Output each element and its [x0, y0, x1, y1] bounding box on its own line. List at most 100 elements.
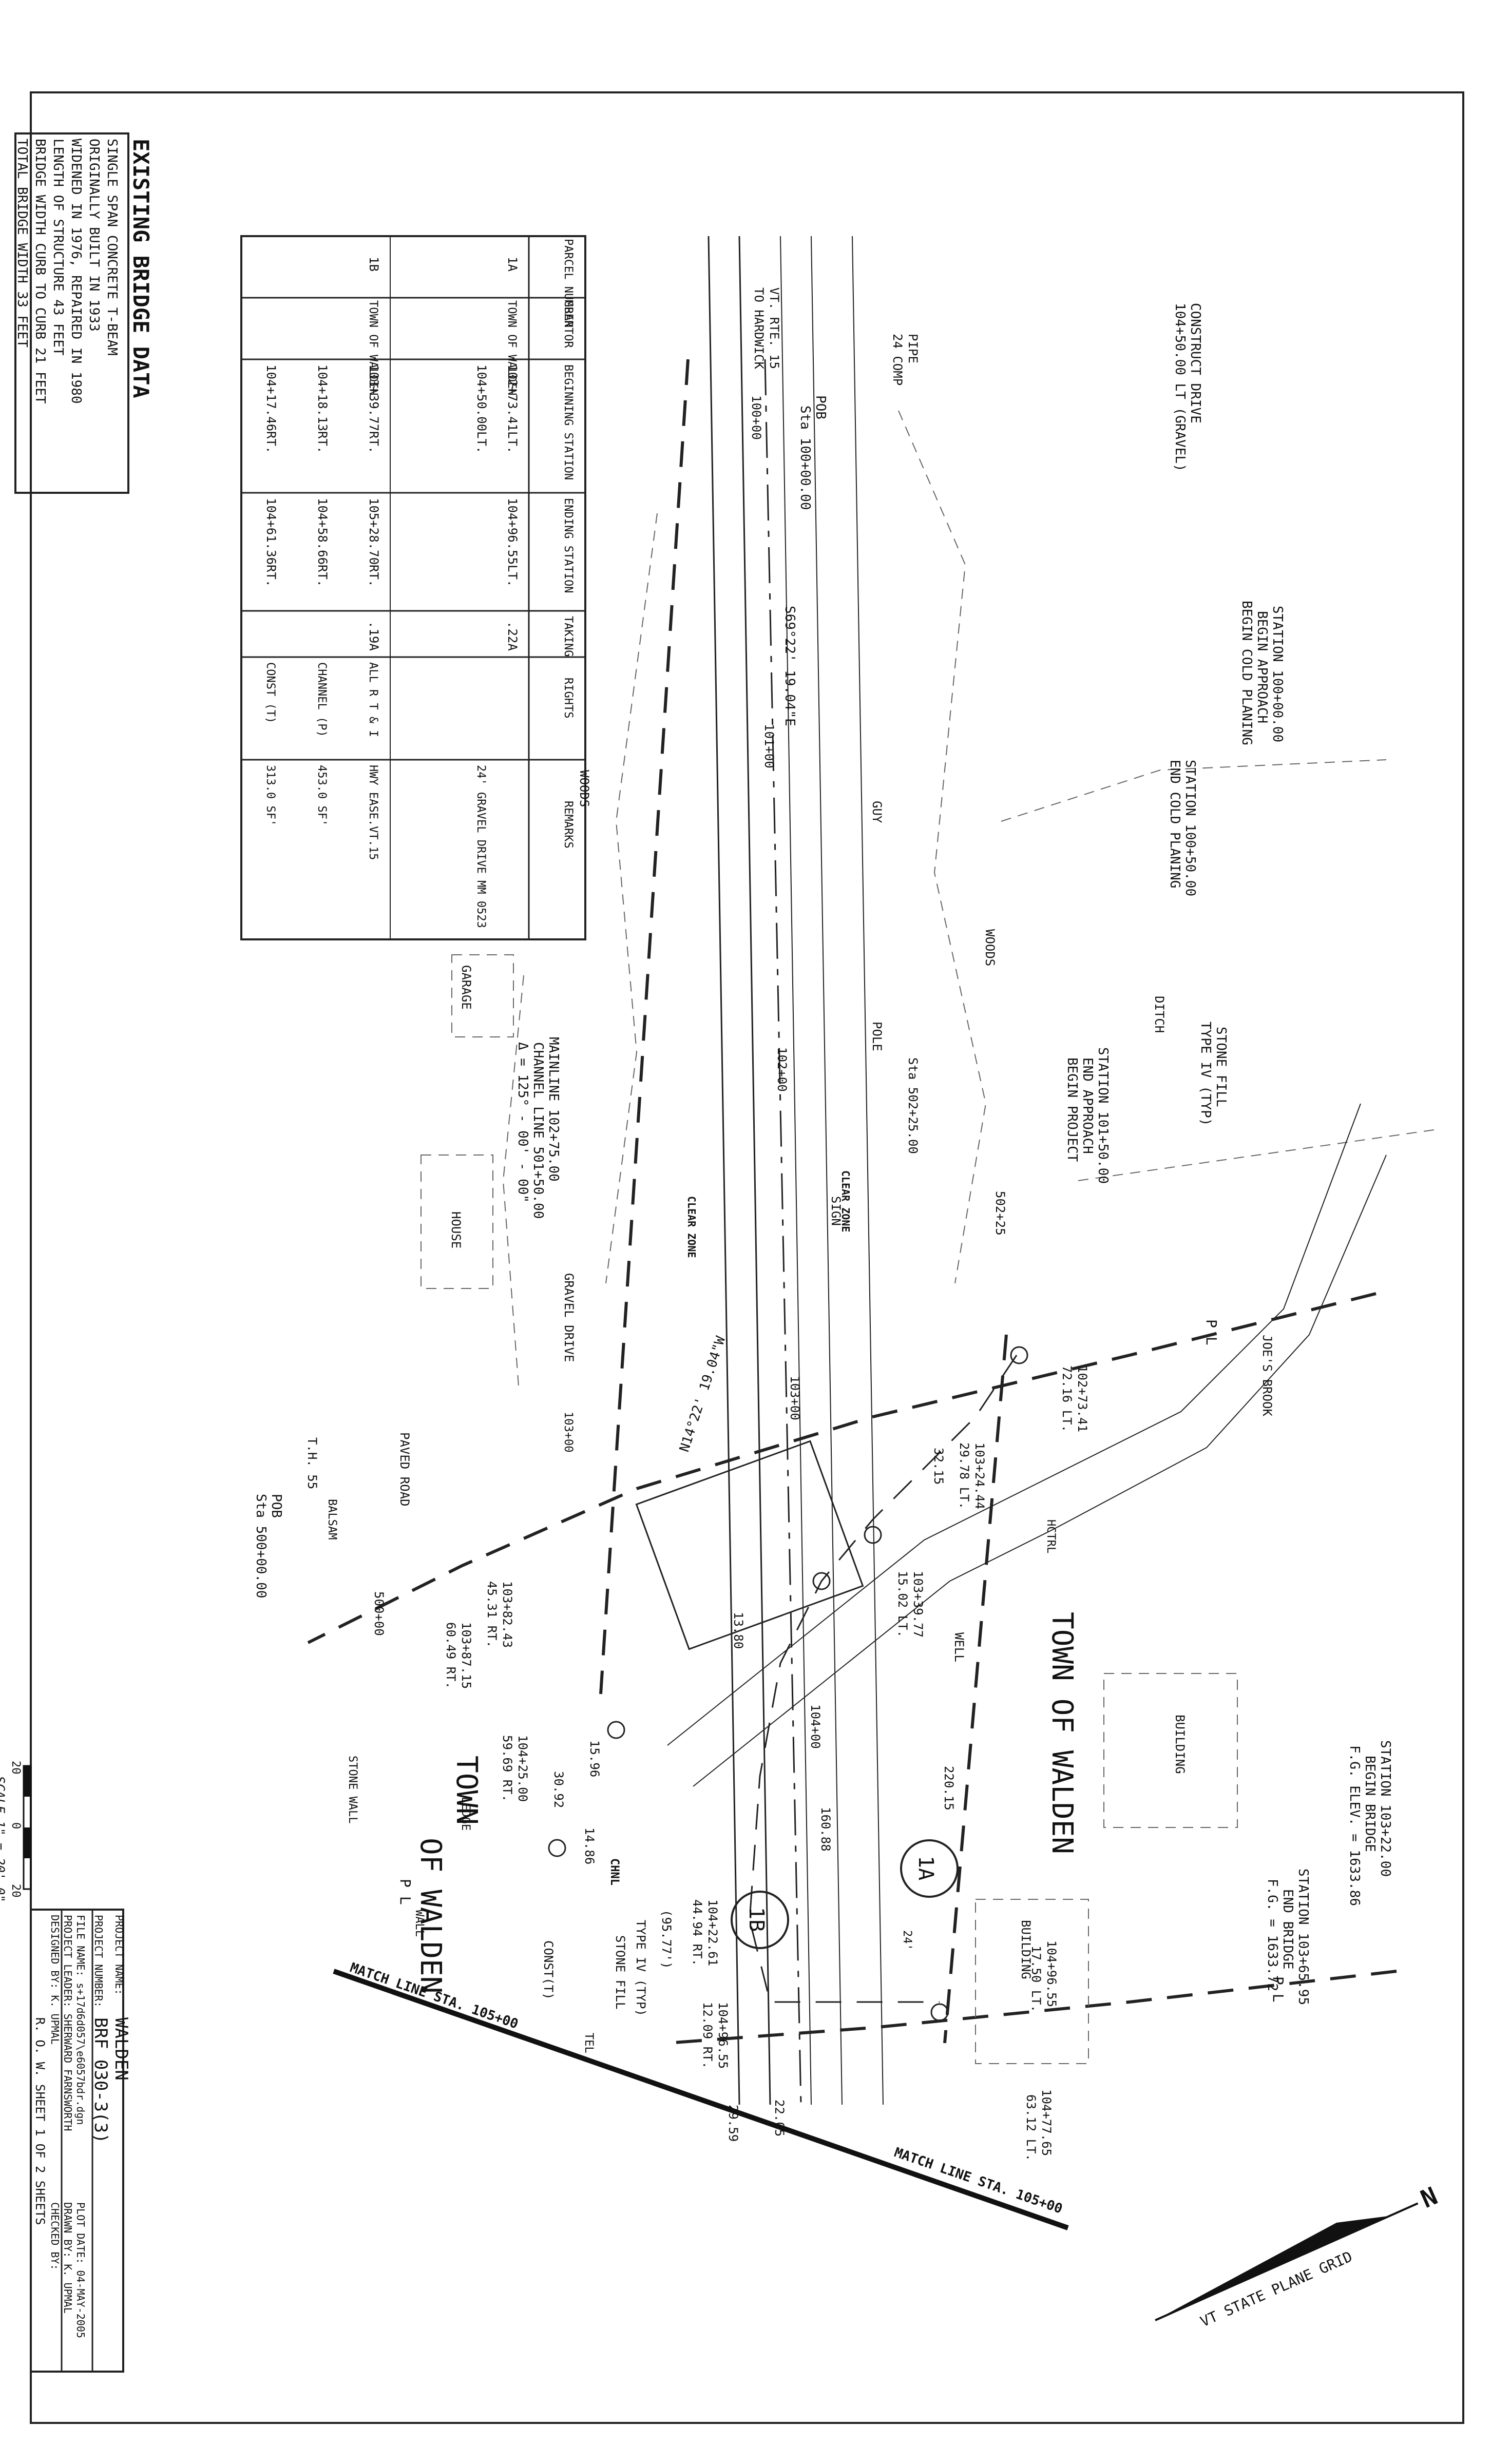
pt-offset: 72.16 LT.: [1060, 1365, 1074, 1432]
end-bridge: END BRIDGE: [1280, 1889, 1295, 1970]
scale-label: SCALE 1" = 20'-0": [0, 1776, 7, 1902]
pt-offset: 45.31 RT.: [485, 1581, 499, 1648]
pt-station: 104+22.61: [705, 1899, 720, 1966]
vt-rte-label: VT. RTE. 15: [767, 287, 781, 369]
end-approach: END APPROACH: [1080, 1057, 1095, 1154]
header-ending-station: ENDING STATION: [562, 498, 575, 593]
house-label: HOUSE: [449, 1211, 463, 1248]
pole-label: POLE: [870, 1022, 884, 1051]
type-iv-label: TYPE IV (TYP): [1198, 1022, 1213, 1126]
station-label: 100+00: [749, 395, 763, 440]
parcel-1b-label: 1B: [744, 1907, 768, 1932]
dim-24-label: 24': [901, 1930, 913, 1951]
bearing-label-2: N14°22' 19.04"W: [677, 1334, 729, 1454]
pt-station: 103+87.15: [459, 1622, 473, 1689]
delta-label: Δ = 125° - 00' - 00": [515, 1042, 530, 1203]
scale-tick: 0: [9, 1822, 22, 1829]
clear-zone-label: CLEAR ZONE: [685, 1196, 698, 1258]
pt-offset: 63.12 LT.: [1024, 2094, 1038, 2161]
house-outline: [420, 1154, 493, 1289]
header-rights: RIGHTS: [562, 678, 575, 718]
balsam-label: BALSAM: [326, 1499, 338, 1539]
distance-label: 32.15: [931, 1448, 946, 1485]
pt-offset: 29.78 LT.: [957, 1442, 971, 1509]
pt-station: 103+39.77: [911, 1571, 925, 1638]
north-arrow: N VT STATE PLANE GRID: [1155, 2182, 1442, 2331]
channel-line-label: CHANNEL LINE 501+50.00: [530, 1042, 546, 1219]
distance-label: 30.92: [551, 1771, 566, 1808]
parcel-table: PARCEL NUMBER GRANTOR BEGINNING STATION …: [240, 235, 586, 940]
distance-label: 29.59: [726, 2105, 740, 2142]
table-cell: HWY EASE.VT.15: [367, 765, 379, 860]
guy-label: GUY: [870, 801, 884, 823]
drawn-by: DRAWN BY: K. UPMAL: [62, 2202, 74, 2314]
plot-date: PLOT DATE: 04-MAY-2005: [74, 2202, 87, 2338]
of-walden-label: OF WALDEN: [414, 1838, 447, 1993]
building-outline: [1103, 1673, 1238, 1828]
pt-station: 103+82.43: [500, 1581, 514, 1648]
table-cell: 104+58.66RT.: [315, 498, 330, 587]
header-taking: TAKING: [562, 616, 575, 657]
table-cell: 104+17.46RT.: [264, 364, 278, 453]
pt-offset: 12.09 RT.: [700, 2002, 715, 2069]
bridge-data-line-6: TOTAL BRIDGE WIDTH 33 FEET: [14, 139, 30, 348]
sheet-border: [30, 91, 1464, 2424]
table-cell: 313.0 SF': [264, 765, 277, 826]
building-outline: [975, 1899, 1089, 2064]
woods-label: WOODS: [983, 929, 997, 966]
stone-fill-label: STONE FILL: [1213, 1027, 1229, 1107]
header-parcel-number: PARCEL NUMBER: [562, 239, 575, 328]
ledge-label: LEDGE: [459, 1797, 472, 1831]
table-cell: 104+61.36RT.: [264, 498, 278, 587]
pt-offset: 44.94 RT.: [690, 1899, 704, 1966]
table-cell: 104+18.13RT.: [315, 364, 330, 453]
begin-approach: BEGIN APPROACH: [1254, 611, 1270, 723]
woods-label: WOODS: [577, 770, 591, 807]
property-line-label: P L: [1203, 1319, 1220, 1345]
town-of-walden-label: TOWN OF WALDEN: [1045, 1612, 1079, 1854]
pob-station: Sta 100+00.00: [797, 406, 813, 510]
pt-station: 102+73.41: [1075, 1365, 1089, 1432]
bearing-103-label: 103+00: [562, 1412, 575, 1452]
pt-station: 104+96.55: [716, 2002, 730, 2069]
sta-502-25-short: 502+25: [993, 1191, 1007, 1236]
th55-label: T.H. 55: [305, 1437, 319, 1489]
tel-label: TEL: [582, 2033, 595, 2053]
table-cell: .22A: [505, 621, 520, 651]
fg-elev: F.G. ELEV. = 1633.86: [1347, 1745, 1362, 1906]
pt-station: 103+24.44: [972, 1442, 987, 1509]
bridge-data-box: [14, 132, 129, 494]
pt-offset: 17.50 LT.: [1029, 1946, 1043, 2012]
plan-labels: CONSTRUCT DRIVE 104+50.00 LT (GRAVEL) PI…: [253, 287, 1393, 2217]
garage-outline: [451, 954, 514, 1037]
table-cell: 103+39.77RT.: [367, 364, 381, 453]
table-cell: 102+73.41LT.: [505, 364, 520, 453]
property-line-label: P L: [397, 1879, 414, 1905]
match-line: [333, 1969, 1069, 2230]
well-label: WELL: [952, 1632, 966, 1662]
project-name-label: PROJECT NAME:: [113, 1915, 125, 1995]
sheet-number: R. O. W. SHEET 1 OF 2 SHEETS: [33, 2017, 47, 2225]
begin-bridge: BEGIN BRIDGE: [1362, 1756, 1378, 1852]
ditch-label: DITCH: [1152, 996, 1167, 1033]
bridge-data-line-1: SINGLE SPAN CONCRETE T-BEAM: [104, 139, 120, 356]
building-label: BUILDING: [1173, 1715, 1187, 1774]
const-t-label: CONST(T): [541, 1940, 556, 2000]
project-name: WALDEN: [111, 2017, 131, 2081]
town-label: TOWN: [450, 1756, 483, 1825]
table-cell: ALL R T & I: [367, 662, 379, 737]
fg-2: F.G. = 1633.72: [1265, 1879, 1280, 1991]
station-label: 101+00: [762, 724, 776, 768]
station-label: 102+00: [775, 1047, 789, 1092]
project-number-label: PROJECT NUMBER:: [92, 1915, 105, 2008]
bridge-data-line-2: ORIGINALLY BUILT IN 1933: [86, 139, 102, 332]
table-cell: 105+28.70RT.: [367, 498, 381, 587]
table-cell: 104+96.55LT.: [505, 498, 520, 587]
distance-label: 14.86: [582, 1827, 597, 1864]
project-leader: PROJECT LEADER: SHERWARD FARNSWORTH: [62, 1915, 74, 2131]
designed-by: DESIGNED BY: K. UPMAL: [49, 1915, 61, 2045]
existing-bridge-data: EXISTING BRIDGE DATA SINGLE SPAN CONCRET…: [14, 132, 154, 494]
building-label: BUILDING: [1019, 1920, 1033, 1979]
distance-label: 160.88: [818, 1807, 833, 1852]
begin-cold-planing: BEGIN COLD PLANING: [1239, 601, 1254, 745]
